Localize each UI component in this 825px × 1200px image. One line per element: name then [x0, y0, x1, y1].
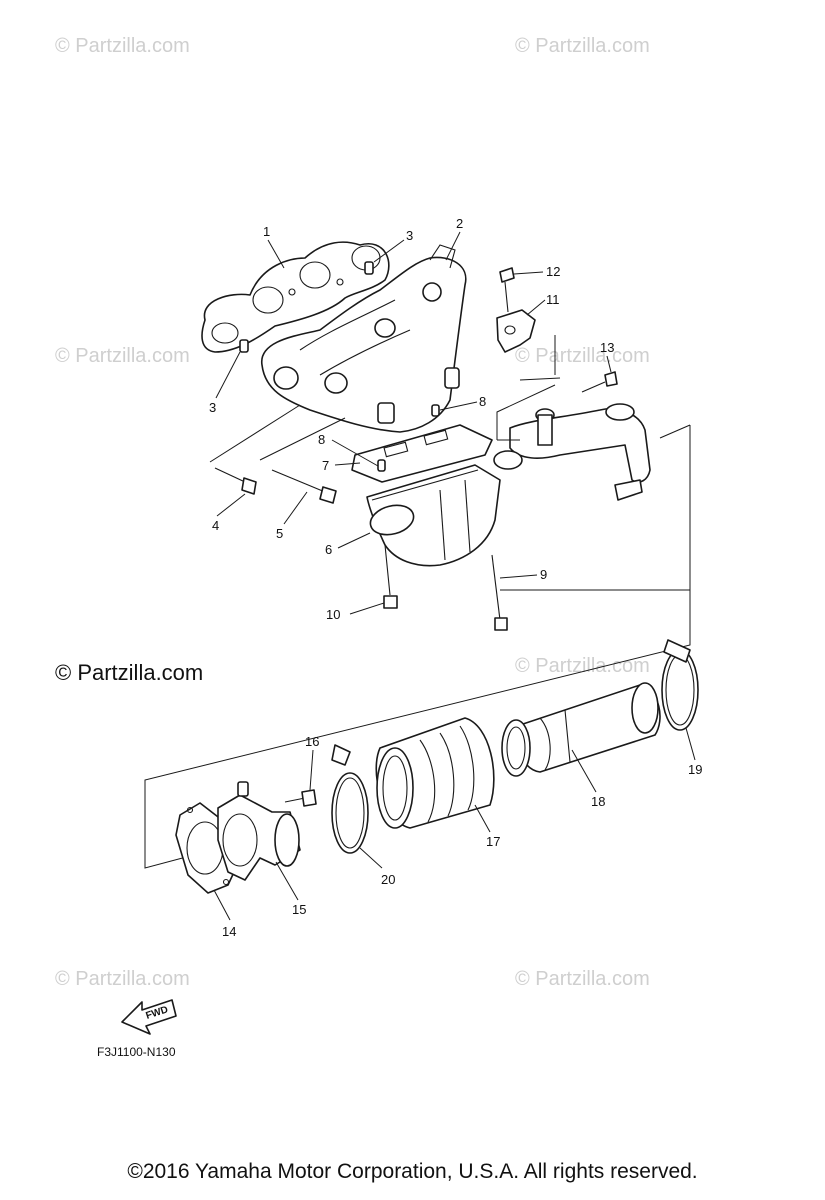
callout-4: 4 [212, 518, 219, 533]
callout-17: 17 [486, 834, 500, 849]
callout-18: 18 [591, 794, 605, 809]
callout-3-upper: 3 [406, 228, 413, 243]
copyright-notice: ©2016 Yamaha Motor Corporation, U.S.A. A… [127, 1160, 698, 1183]
part-hose-clamp-19 [661, 639, 699, 731]
callout-5: 5 [276, 526, 283, 541]
watermarks: © Partzilla.com © Partzilla.com © Partzi… [55, 35, 650, 990]
watermark-top-left: © Partzilla.com [55, 35, 190, 57]
callout-15: 15 [292, 902, 306, 917]
callouts: 1 2 3 3 4 5 6 7 8 8 9 10 11 12 13 14 15 [209, 216, 702, 939]
callout-14: 14 [222, 924, 236, 939]
watermark-top-right: © Partzilla.com [515, 35, 650, 57]
callout-11: 11 [546, 292, 560, 307]
callout-16: 16 [305, 734, 319, 749]
callout-1: 1 [263, 224, 270, 239]
callout-3-lower: 3 [209, 400, 216, 415]
callout-2: 2 [456, 216, 463, 231]
watermark-mid-left: © Partzilla.com [55, 345, 190, 367]
callout-12: 12 [546, 264, 560, 279]
part-gasket-7 [351, 424, 493, 483]
part-bolt-9 [491, 554, 508, 631]
callout-7: 7 [322, 458, 329, 473]
callout-6: 6 [325, 542, 332, 557]
part-water-pipe [493, 403, 651, 501]
callout-20: 20 [381, 872, 395, 887]
part-bolt-4 [214, 467, 257, 495]
part-bolt-5 [271, 469, 337, 504]
callout-9: 9 [540, 567, 547, 582]
part-bracket-11 [496, 309, 536, 353]
part-pin-3 [239, 261, 374, 353]
watermark-bottom-left: © Partzilla.com [55, 968, 190, 990]
part-bolt-16 [284, 789, 317, 807]
part-bolt-12 [499, 267, 515, 313]
part-rubber-hose-17 [375, 717, 495, 829]
callout-13: 13 [600, 340, 614, 355]
callout-19: 19 [688, 762, 702, 777]
fwd-arrow: FWD [121, 999, 177, 1035]
callout-8-right: 8 [479, 394, 486, 409]
part-joint-15 [217, 781, 301, 881]
watermark-bottom-right: © Partzilla.com [515, 968, 650, 990]
part-exhaust-elbow-6 [366, 464, 501, 567]
part-hose-clamp-20 [331, 744, 369, 854]
part-bolt-13 [581, 371, 618, 393]
part-exhaust-manifold [261, 244, 467, 433]
watermark-center-bold: © Partzilla.com [55, 660, 203, 685]
callout-10: 10 [326, 607, 340, 622]
part-pin-8 [377, 404, 440, 472]
part-exhaust-pipe-18 [501, 682, 661, 777]
part-bolt-10 [383, 544, 398, 609]
watermark-center-right: © Partzilla.com [515, 655, 650, 677]
watermark-mid-right: © Partzilla.com [515, 345, 650, 367]
callout-8-left: 8 [318, 432, 325, 447]
assembly-lines-lower [144, 590, 691, 869]
figure-code: F3J1100-N130 [97, 1045, 176, 1059]
